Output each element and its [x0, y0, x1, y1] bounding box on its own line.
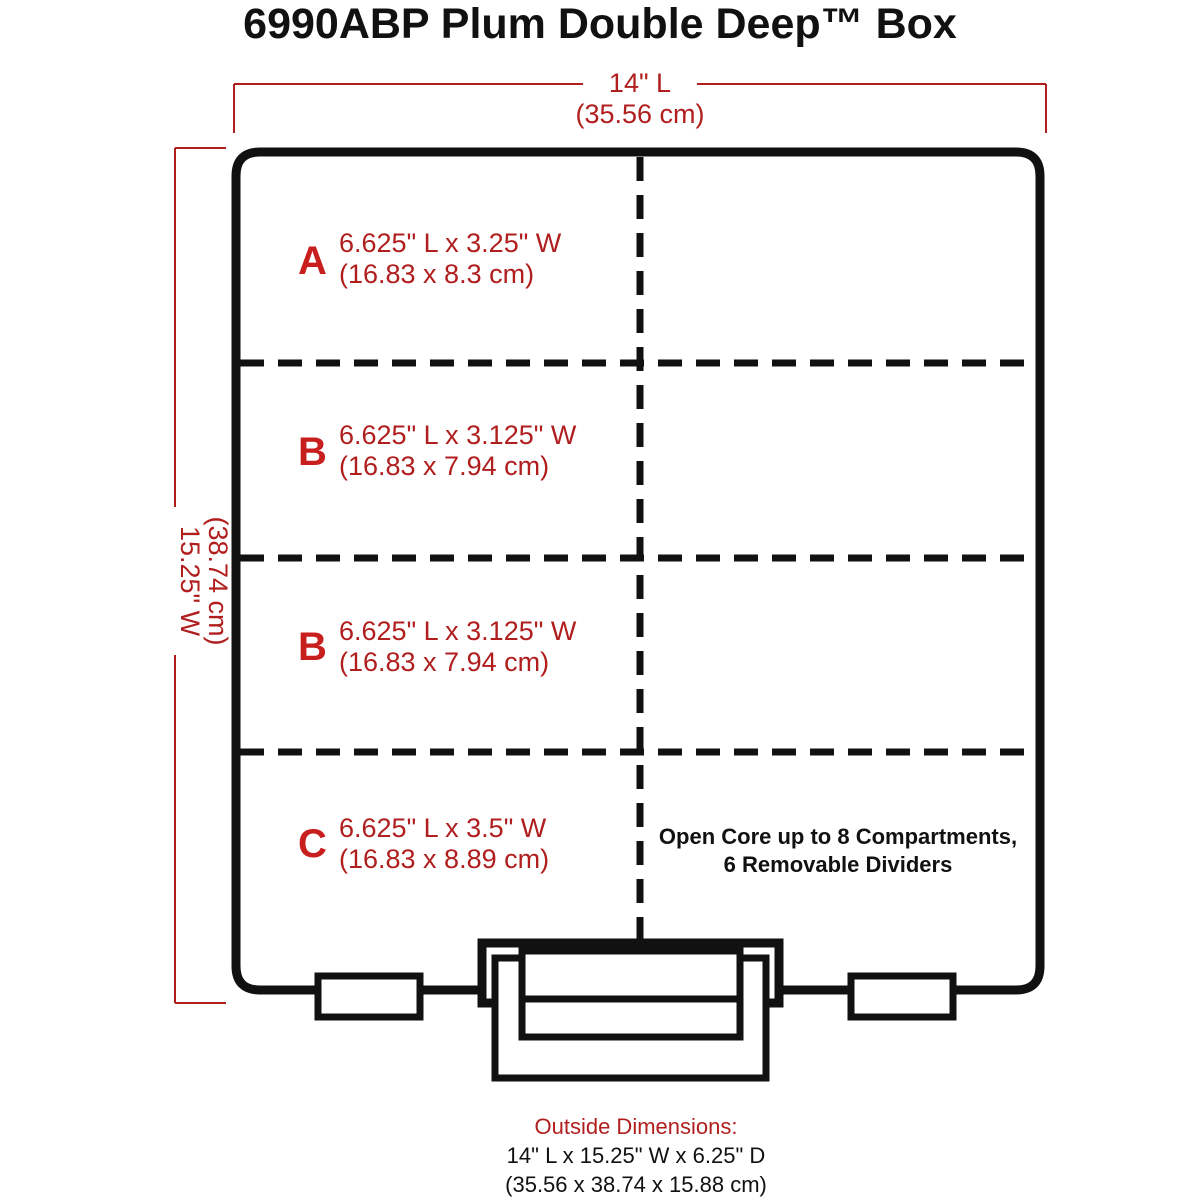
width-dimension [174, 147, 226, 1004]
handle-inner-top [518, 947, 744, 1003]
page-title: 6990ABP Plum Double Deep™ Box [243, 0, 957, 48]
handle-inner-bottom [518, 995, 744, 1041]
outside-dimensions-imperial: 14" L x 15.25" W x 6.25" D [507, 1143, 766, 1168]
compartment-a-size: 6.625" L x 3.25" W [339, 228, 562, 258]
compartment-b1-size: 6.625" L x 3.125" W [339, 420, 577, 450]
outside-dimensions-heading: Outside Dimensions: [535, 1114, 738, 1139]
compartment-c-letter: C [298, 822, 327, 866]
compartment-b2-metric: (16.83 x 7.94 cm) [339, 647, 549, 677]
compartment-a-metric: (16.83 x 8.3 cm) [339, 259, 534, 289]
compartment-b1-metric: (16.83 x 7.94 cm) [339, 451, 549, 481]
right-latch [847, 972, 957, 1021]
length-metric-label: (35.56 cm) [575, 99, 704, 129]
width-metric-label: (38.74 cm) [203, 516, 233, 645]
compartment-c-size: 6.625" L x 3.5" W [339, 813, 547, 843]
length-label: 14" L [609, 68, 671, 98]
handle [477, 938, 784, 1082]
core-note-line2: 6 Removable Dividers [724, 852, 953, 877]
outside-dimensions-metric: (35.56 x 38.74 x 15.88 cm) [505, 1172, 767, 1197]
compartment-b2-size: 6.625" L x 3.125" W [339, 616, 577, 646]
length-dimension [233, 83, 1047, 133]
core-note-line1: Open Core up to 8 Compartments, [659, 824, 1017, 849]
compartment-b2-letter: B [298, 625, 327, 669]
compartment-c-metric: (16.83 x 8.89 cm) [339, 844, 549, 874]
left-latch [314, 972, 424, 1021]
box-outline [231, 147, 1045, 995]
compartment-a-letter: A [298, 239, 327, 283]
width-label: 15.25" W [175, 526, 205, 637]
compartment-b1-letter: B [298, 430, 327, 474]
